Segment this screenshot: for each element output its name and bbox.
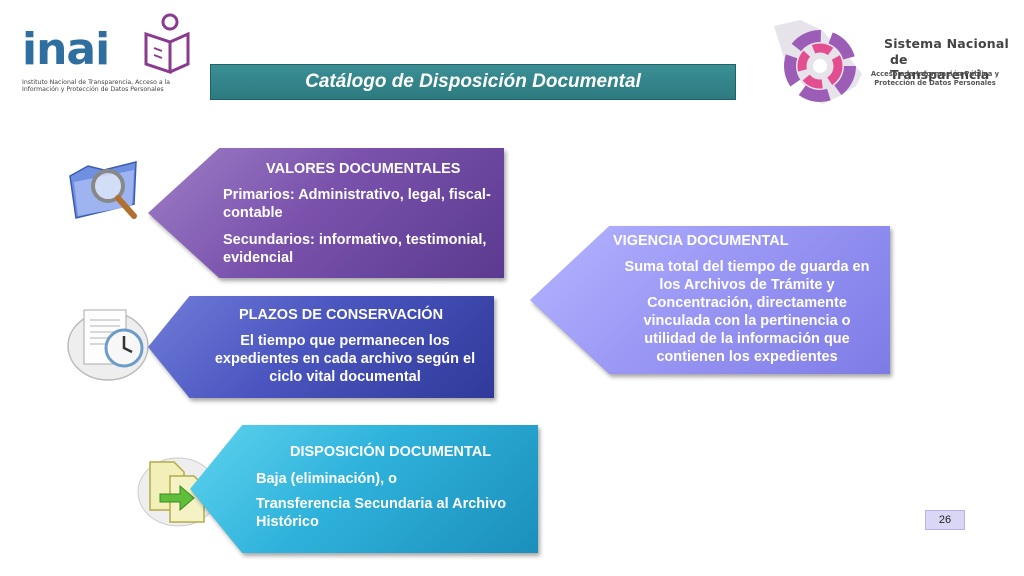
document-clock-icon <box>67 309 149 381</box>
valores-item-primarios: Primarios: Administrativo, legal, fiscal… <box>223 187 491 221</box>
plazos-heading: PLAZOS DE CONSERVACIÓN <box>238 307 444 323</box>
plazos-text: El tiempo que permanecen los expedientes… <box>214 333 476 385</box>
inai-subtitle: Instituto Nacional de Transparencia, Acc… <box>22 79 171 93</box>
snt-subtitle: Acceso a la Información Pública y Protec… <box>870 70 1000 87</box>
inai-logo: inai Instituto Nacional de Transparencia… <box>20 12 190 100</box>
valores-chevron-shape <box>148 148 504 278</box>
valores-heading: VALORES DOCUMENTALES <box>266 161 461 177</box>
disposicion-item-baja: Baja (eliminación), o <box>256 471 397 487</box>
vigencia-text: Suma total del tiempo de guarda en los A… <box>624 259 870 365</box>
documents-transfer-icon <box>137 457 219 527</box>
vigencia-chevron-shape <box>530 226 890 374</box>
page-title-bar: Catálogo de Disposición Documental <box>210 64 736 100</box>
disposicion-item-transferencia: Transferencia Secundaria al Archivo Hist… <box>256 496 507 530</box>
plazos-chevron-shape <box>148 296 494 398</box>
disposicion-chevron-shape <box>190 425 538 553</box>
valores-item-secundarios: Secundarios: informativo, testimonial, e… <box>223 232 487 266</box>
page-number: 26 <box>925 510 965 530</box>
snt-title-line2: de Transparencia <box>890 52 990 82</box>
inai-logo-text: inai <box>22 24 110 75</box>
snt-emblem-icon <box>774 20 862 104</box>
disposicion-heading: DISPOSICIÓN DOCUMENTAL <box>290 444 492 460</box>
folder-magnifier-icon <box>69 161 137 219</box>
snt-title-line1: Sistema Nacional <box>884 36 1009 51</box>
snt-logo: Sistema Nacional de Transparencia Acceso… <box>770 16 1010 112</box>
valores-documentales-box: VALORES DOCUMENTALES Primarios: Administ… <box>148 148 504 278</box>
vigencia-heading: VIGENCIA DOCUMENTAL <box>613 233 789 249</box>
plazos-conservacion-box: PLAZOS DE CONSERVACIÓN El tiempo que per… <box>148 296 494 398</box>
disposicion-documental-box: DISPOSICIÓN DOCUMENTAL Baja (eliminación… <box>190 425 538 553</box>
page-title: Catálogo de Disposición Documental <box>305 71 641 92</box>
inai-figure-icon <box>144 13 190 75</box>
vigencia-documental-box: VIGENCIA DOCUMENTAL Suma total del tiemp… <box>530 226 890 374</box>
